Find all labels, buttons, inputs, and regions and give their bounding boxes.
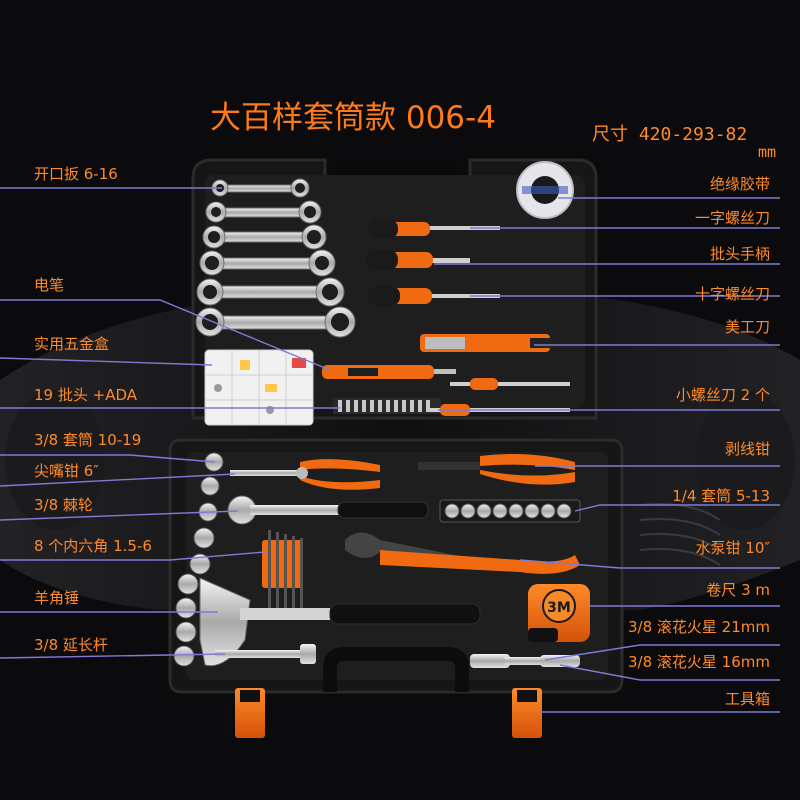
label-bit-handle: 批头手柄 xyxy=(709,245,770,263)
utility-knife xyxy=(420,334,552,352)
claw-hammer xyxy=(199,577,481,667)
product-title: 大百样套筒款 006-4 xyxy=(210,100,496,136)
tape-measure-brand: 3M xyxy=(547,600,571,616)
label-spark-16: 3/8 滚花火星 16mm xyxy=(628,653,770,671)
open-end-wrenches xyxy=(195,178,356,338)
water-pump-pliers xyxy=(345,532,580,574)
label-cross-screwdriver: 十字螺丝刀 xyxy=(694,285,770,303)
ratchet xyxy=(227,495,429,525)
size-label: 尺寸 420-293-82 xyxy=(592,124,748,145)
label-tape: 绝缘胶带 xyxy=(709,175,770,193)
size-unit: mm xyxy=(758,143,777,161)
label-socket-14: 1/4 套筒 5-13 xyxy=(672,487,770,505)
label-tape-measure: 卷尺 3 m xyxy=(706,581,770,599)
label-pump-pliers: 水泵钳 10″ xyxy=(695,539,770,557)
tape-measure: 3M xyxy=(528,584,590,642)
label-wire-stripper: 剥线钳 xyxy=(724,440,770,458)
label-socket-38: 3/8 套筒 10-19 xyxy=(34,431,142,449)
label-hardware-box: 实用五金盒 xyxy=(34,335,110,353)
screwdrivers xyxy=(366,220,500,306)
hardware-box xyxy=(204,349,314,426)
label-hex-keys: 8 个内六角 1.5-6 xyxy=(34,537,152,555)
label-utility-knife: 美工刀 xyxy=(724,318,770,336)
label-tool-box: 工具箱 xyxy=(724,690,770,708)
label-open-wrench: 开口扳 6-16 xyxy=(34,165,118,183)
label-flat-screwdriver: 一字螺丝刀 xyxy=(694,209,770,227)
test-pen xyxy=(322,365,456,379)
label-test-pen: 电笔 xyxy=(34,276,65,294)
label-spark-21: 3/8 滚花火星 21mm xyxy=(628,618,770,636)
label-extension-bar: 3/8 延长杆 xyxy=(34,636,108,654)
label-small-screwdriver: 小螺丝刀 2 个 xyxy=(675,386,770,404)
hex-keys xyxy=(262,530,303,618)
label-bits: 19 批头 +ADA xyxy=(34,386,138,404)
needle-nose-pliers xyxy=(230,459,380,490)
label-needle-pliers: 尖嘴钳 6″ xyxy=(34,462,99,480)
leader-lines xyxy=(0,187,780,713)
label-claw-hammer: 羊角锤 xyxy=(34,589,80,607)
label-ratchet: 3/8 棘轮 xyxy=(34,496,93,514)
screwdriver-bits xyxy=(333,398,441,414)
spark-plug-sockets xyxy=(470,654,580,668)
extension-bar xyxy=(215,644,316,664)
insulating-tape xyxy=(516,161,574,219)
socket-column xyxy=(173,452,224,667)
socket-row-quarter xyxy=(439,499,581,523)
